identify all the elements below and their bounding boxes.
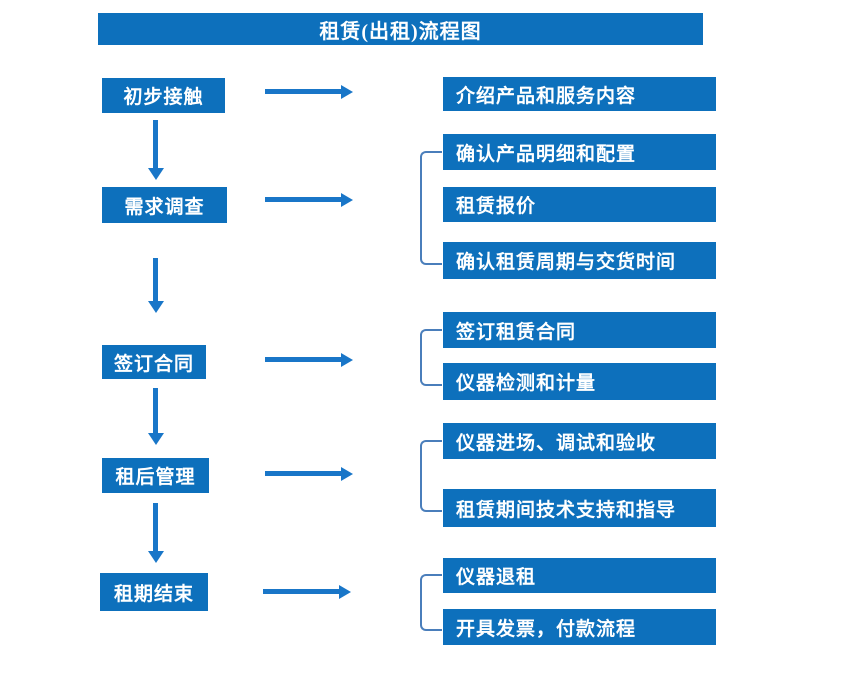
arrow-right-icon bbox=[265, 85, 353, 99]
detail-rental-quotation: 租赁报价 bbox=[443, 187, 716, 222]
step-sign-contract: 签订合同 bbox=[102, 345, 206, 379]
detail-confirm-product-config: 确认产品明细和配置 bbox=[443, 134, 716, 170]
arrow-down-icon bbox=[148, 503, 164, 563]
group-bracket-icon bbox=[420, 440, 442, 512]
detail-confirm-period-delivery: 确认租赁周期与交货时间 bbox=[443, 242, 716, 279]
group-bracket-icon bbox=[420, 329, 442, 386]
step-post-rental-management: 租后管理 bbox=[102, 458, 209, 493]
arrow-down-icon bbox=[148, 120, 164, 180]
arrow-right-icon bbox=[265, 353, 353, 367]
step-demand-survey: 需求调查 bbox=[102, 187, 227, 223]
detail-instrument-return: 仪器退租 bbox=[443, 558, 716, 593]
detail-instrument-setup-acceptance: 仪器进场、调试和验收 bbox=[443, 423, 716, 459]
detail-tech-support-guidance: 租赁期间技术支持和指导 bbox=[443, 489, 716, 527]
flowchart-title: 租赁(出租)流程图 bbox=[98, 13, 703, 45]
arrow-right-icon bbox=[265, 467, 353, 481]
group-bracket-icon bbox=[420, 151, 442, 265]
arrow-down-icon bbox=[148, 388, 164, 445]
step-initial-contact: 初步接触 bbox=[102, 78, 225, 113]
arrow-down-icon bbox=[148, 258, 164, 313]
detail-sign-rental-contract: 签订租赁合同 bbox=[443, 312, 716, 348]
detail-instrument-inspection: 仪器检测和计量 bbox=[443, 363, 716, 400]
detail-introduce-products-services: 介绍产品和服务内容 bbox=[443, 77, 716, 111]
detail-invoice-payment: 开具发票，付款流程 bbox=[443, 609, 716, 645]
arrow-right-icon bbox=[265, 193, 353, 207]
arrow-right-icon bbox=[263, 585, 351, 599]
group-bracket-icon bbox=[420, 574, 442, 631]
step-rental-end: 租期结束 bbox=[100, 573, 208, 611]
